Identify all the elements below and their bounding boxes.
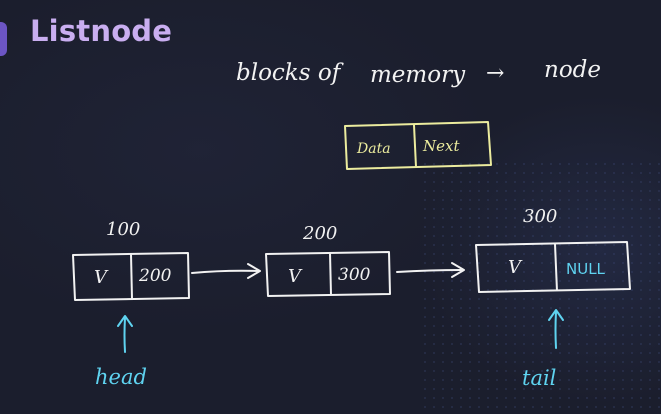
node-1-value: V xyxy=(94,267,109,288)
tail-pointer-arrow xyxy=(554,311,557,349)
head-label: head xyxy=(95,365,147,389)
node-3-value: V xyxy=(508,257,523,278)
head-pointer: head xyxy=(95,315,147,389)
legend-node-box xyxy=(344,121,492,170)
legend-node-data-label: Data xyxy=(356,141,391,157)
node-1-box xyxy=(72,252,190,301)
legend-node-next-label: Next xyxy=(422,137,460,155)
definition-text-node: node xyxy=(544,57,601,83)
node-3-address: 300 xyxy=(523,206,557,227)
node-3-divider xyxy=(554,243,558,292)
node-2-divider xyxy=(329,252,332,296)
node-2-address: 200 xyxy=(302,223,337,244)
definition-text-blocks: blocks of xyxy=(236,60,344,86)
link-arrow-1-to-2 xyxy=(191,263,261,279)
legend-node-divider xyxy=(413,124,417,168)
background-dot-texture xyxy=(420,160,661,414)
node-1-next: 200 xyxy=(138,266,172,286)
node-2-next: 300 xyxy=(338,265,371,285)
list-node-2: 200 V 300 xyxy=(265,223,391,297)
list-node-3: 300 V NULL xyxy=(475,206,631,293)
list-node-1: 100 V 200 xyxy=(72,219,190,301)
node-2-box xyxy=(265,251,391,297)
definition-text-memory: memory xyxy=(370,62,466,88)
tail-pointer: tail xyxy=(522,309,564,390)
head-pointer-arrow xyxy=(123,317,126,353)
node-2-value: V xyxy=(288,266,303,287)
slide-title: Listnode xyxy=(30,14,173,48)
legend-node: Data Next xyxy=(344,121,492,170)
link-arrow-2-to-3 xyxy=(396,262,465,278)
slide-tab-marker xyxy=(0,22,7,56)
tail-label: tail xyxy=(522,366,556,390)
node-3-next: NULL xyxy=(566,260,606,278)
definition-arrow: → xyxy=(486,61,504,86)
node-1-address: 100 xyxy=(106,219,140,240)
node-3-box xyxy=(475,241,631,293)
node-1-divider xyxy=(130,253,133,300)
